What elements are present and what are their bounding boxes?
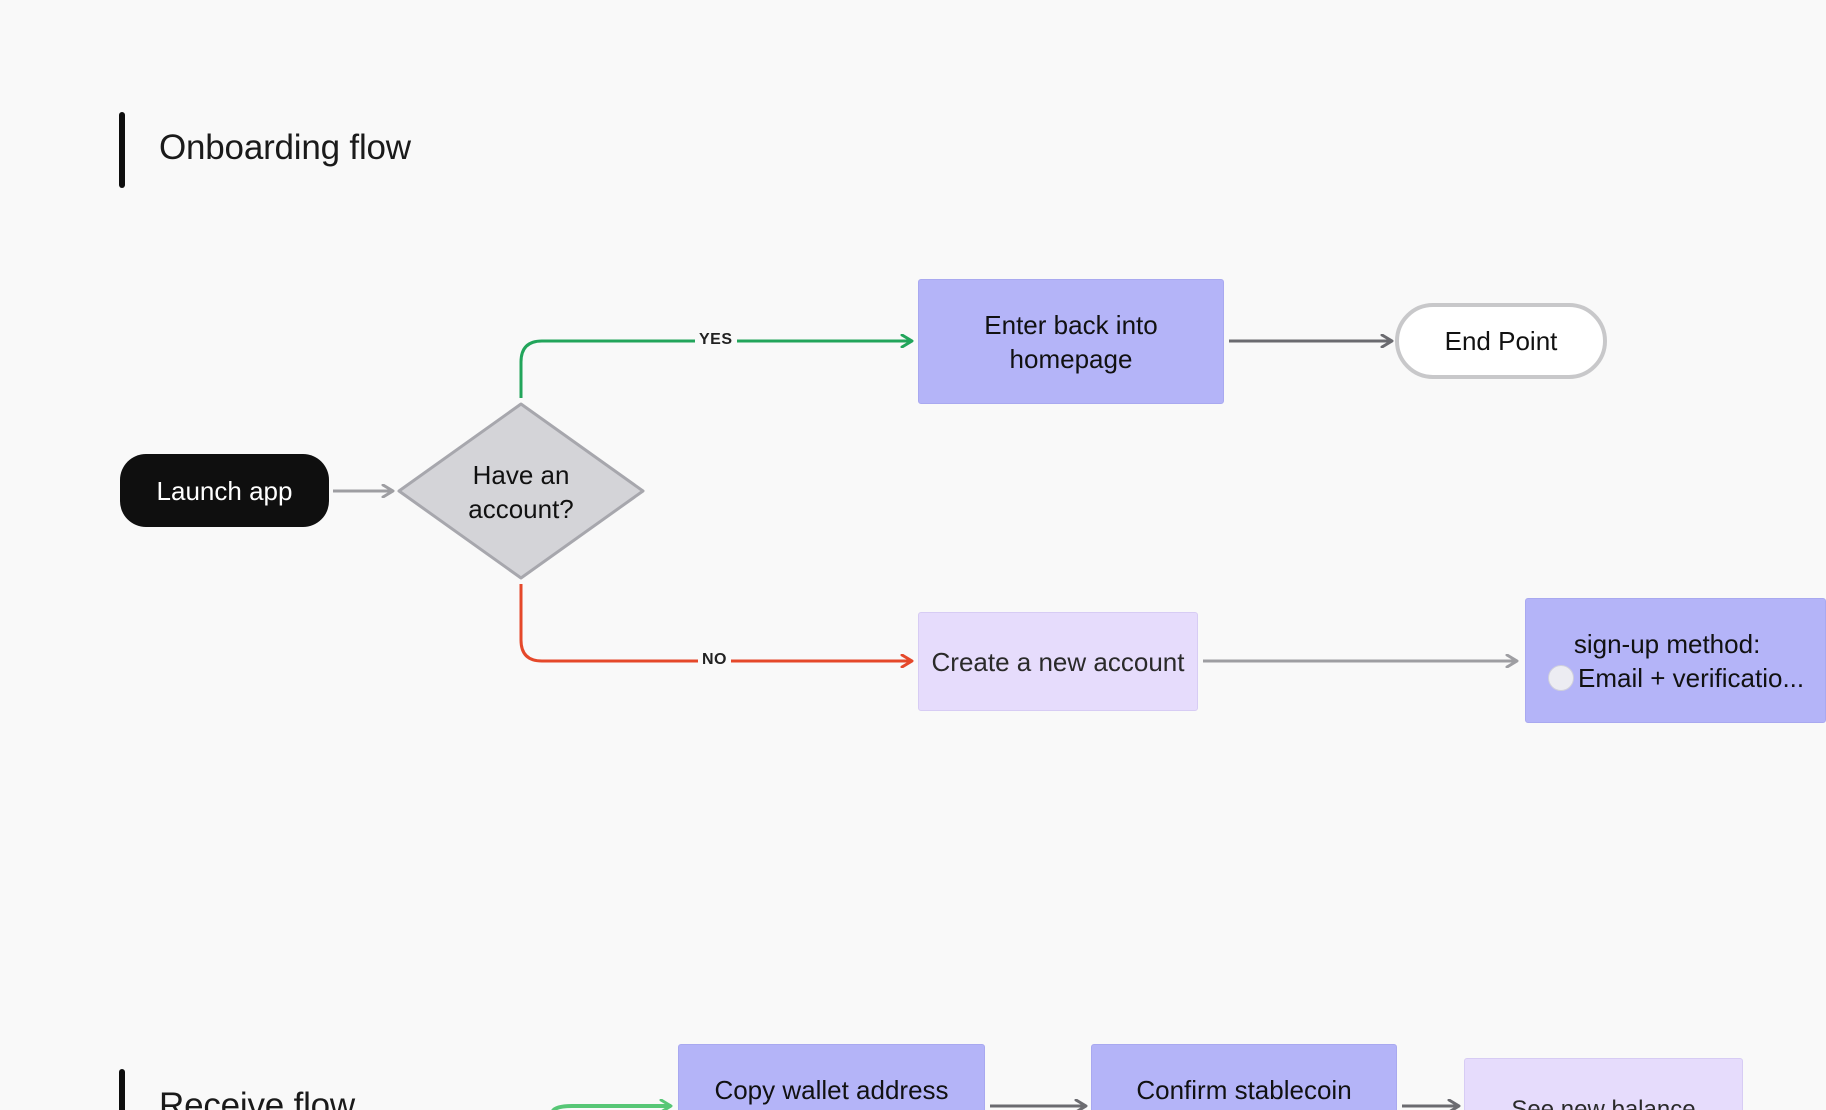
edge-receive-entry <box>550 1106 671 1110</box>
section-marker-receive <box>119 1069 125 1110</box>
node-confirm-stablecoin-label: Confirm stablecoin <box>1136 1075 1352 1105</box>
node-launch-app[interactable]: Launch app <box>120 454 329 527</box>
node-signup-method[interactable]: sign-up method: Email + verificatio... <box>1525 598 1826 723</box>
node-see-balance[interactable]: See new balance <box>1464 1058 1743 1110</box>
node-confirm-stablecoin[interactable]: Confirm stablecoin <box>1091 1044 1397 1110</box>
decision-diamond[interactable] <box>397 402 645 580</box>
edge-yes-to-homepage <box>519 341 912 398</box>
node-create-account-label: Create a new account <box>931 646 1185 677</box>
node-end-point-label: End Point <box>1444 326 1558 356</box>
section-title-onboarding: Onboarding flow <box>159 128 411 167</box>
node-enter-homepage[interactable]: Enter back into homepage <box>918 279 1224 404</box>
radio-unselected-icon[interactable] <box>1548 664 1574 691</box>
section-marker-onboarding <box>119 112 125 188</box>
node-end-point[interactable]: End Point <box>1395 303 1607 379</box>
edge-label-yes: YES <box>695 331 737 349</box>
node-create-account[interactable]: Create a new account <box>918 612 1198 711</box>
edge-label-no: NO <box>698 651 731 669</box>
node-copy-wallet-label: Copy wallet address <box>714 1075 949 1105</box>
edge-no-to-create-account <box>519 584 912 661</box>
node-have-account-label: Have an account? <box>468 460 574 524</box>
node-enter-homepage-label: Enter back into homepage <box>984 309 1158 374</box>
node-launch-app-label: Launch app <box>156 475 293 506</box>
node-signup-method-label: sign-up method: Email + verificatio... <box>1548 627 1804 695</box>
node-see-balance-label: See new balance <box>1511 1096 1696 1110</box>
node-copy-wallet[interactable]: Copy wallet address <box>678 1044 985 1110</box>
section-title-receive: Receive flow <box>159 1086 356 1110</box>
